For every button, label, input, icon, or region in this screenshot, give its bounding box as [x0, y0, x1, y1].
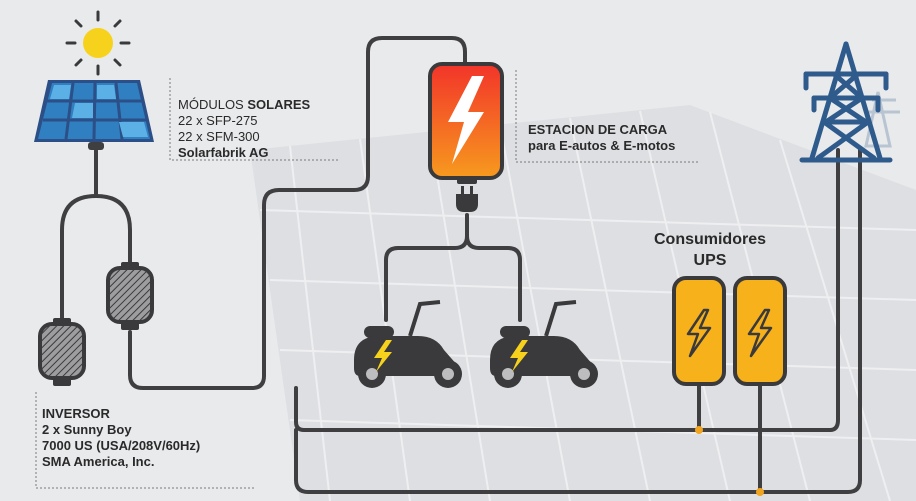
- inverter-left-icon: [38, 318, 86, 386]
- ups-consumers-label: Consumidores UPS: [640, 230, 780, 272]
- ups-line-1: Consumidores: [653, 231, 766, 248]
- charging-station-line-1: ESTACION DE CARGA: [528, 122, 668, 137]
- ups-unit-right-icon: [733, 276, 787, 386]
- sun-icon: [65, 10, 131, 76]
- junction-dot-left: [695, 426, 703, 434]
- inverter-line-4: SMA America, Inc.: [42, 453, 155, 469]
- wire-ups-bus: [294, 158, 840, 432]
- wiring: [60, 36, 862, 494]
- solar-line-3: Solarfabrik AG: [178, 144, 269, 160]
- inverter-line-3: 7000 US (USA/208V/60Hz): [42, 437, 201, 453]
- wire-solar-to-left-inverter: [60, 194, 98, 322]
- inverter-right-icon: [106, 262, 154, 330]
- wire-ground-loop: [294, 158, 862, 494]
- inverter-line-1: INVERSOR: [42, 406, 110, 421]
- inverter-line-2: 2 x Sunny Boy: [42, 421, 132, 437]
- inverter-label: INVERSOR 2 x Sunny Boy 7000 US (USA/208V…: [42, 406, 200, 469]
- charging-station-label: ESTACION DE CARGA para E-autos & E-motos: [528, 122, 675, 154]
- solar-line-2: 22 x SFM-300: [178, 128, 260, 144]
- scooter-left-icon: [354, 300, 462, 388]
- ups-unit-left-icon: [672, 276, 726, 386]
- charging-station-icon: [428, 62, 504, 184]
- scooter-right-bolt-icon: [510, 340, 528, 372]
- scooter-left-bolt-icon: [374, 340, 392, 372]
- solar-title-prefix: MÓDULOS: [178, 97, 248, 112]
- transmission-tower-icon: [799, 41, 893, 163]
- ups-line-2: UPS: [693, 251, 727, 269]
- wire-plug-split-right: [465, 234, 522, 322]
- solar-panel-icon: [34, 80, 154, 150]
- background-solar-array: [250, 105, 916, 501]
- solar-modules-label: MÓDULOS SOLARES 22 x SFP-275 22 x SFM-30…: [178, 97, 310, 160]
- scooter-right-icon: [490, 300, 598, 388]
- wire-solar-to-right-inverter: [94, 194, 132, 272]
- junction-dot-right: [756, 488, 764, 496]
- lightning-bolt-icon: [448, 76, 484, 164]
- solar-title-bold: SOLARES: [247, 97, 311, 112]
- leader-lines: [35, 70, 700, 489]
- plug-icon: [456, 186, 478, 212]
- solar-line-1: 22 x SFP-275: [178, 112, 258, 128]
- wire-right-inverter-to-charger: [128, 36, 467, 390]
- charging-station-line-2: para E-autos & E-motos: [528, 137, 676, 153]
